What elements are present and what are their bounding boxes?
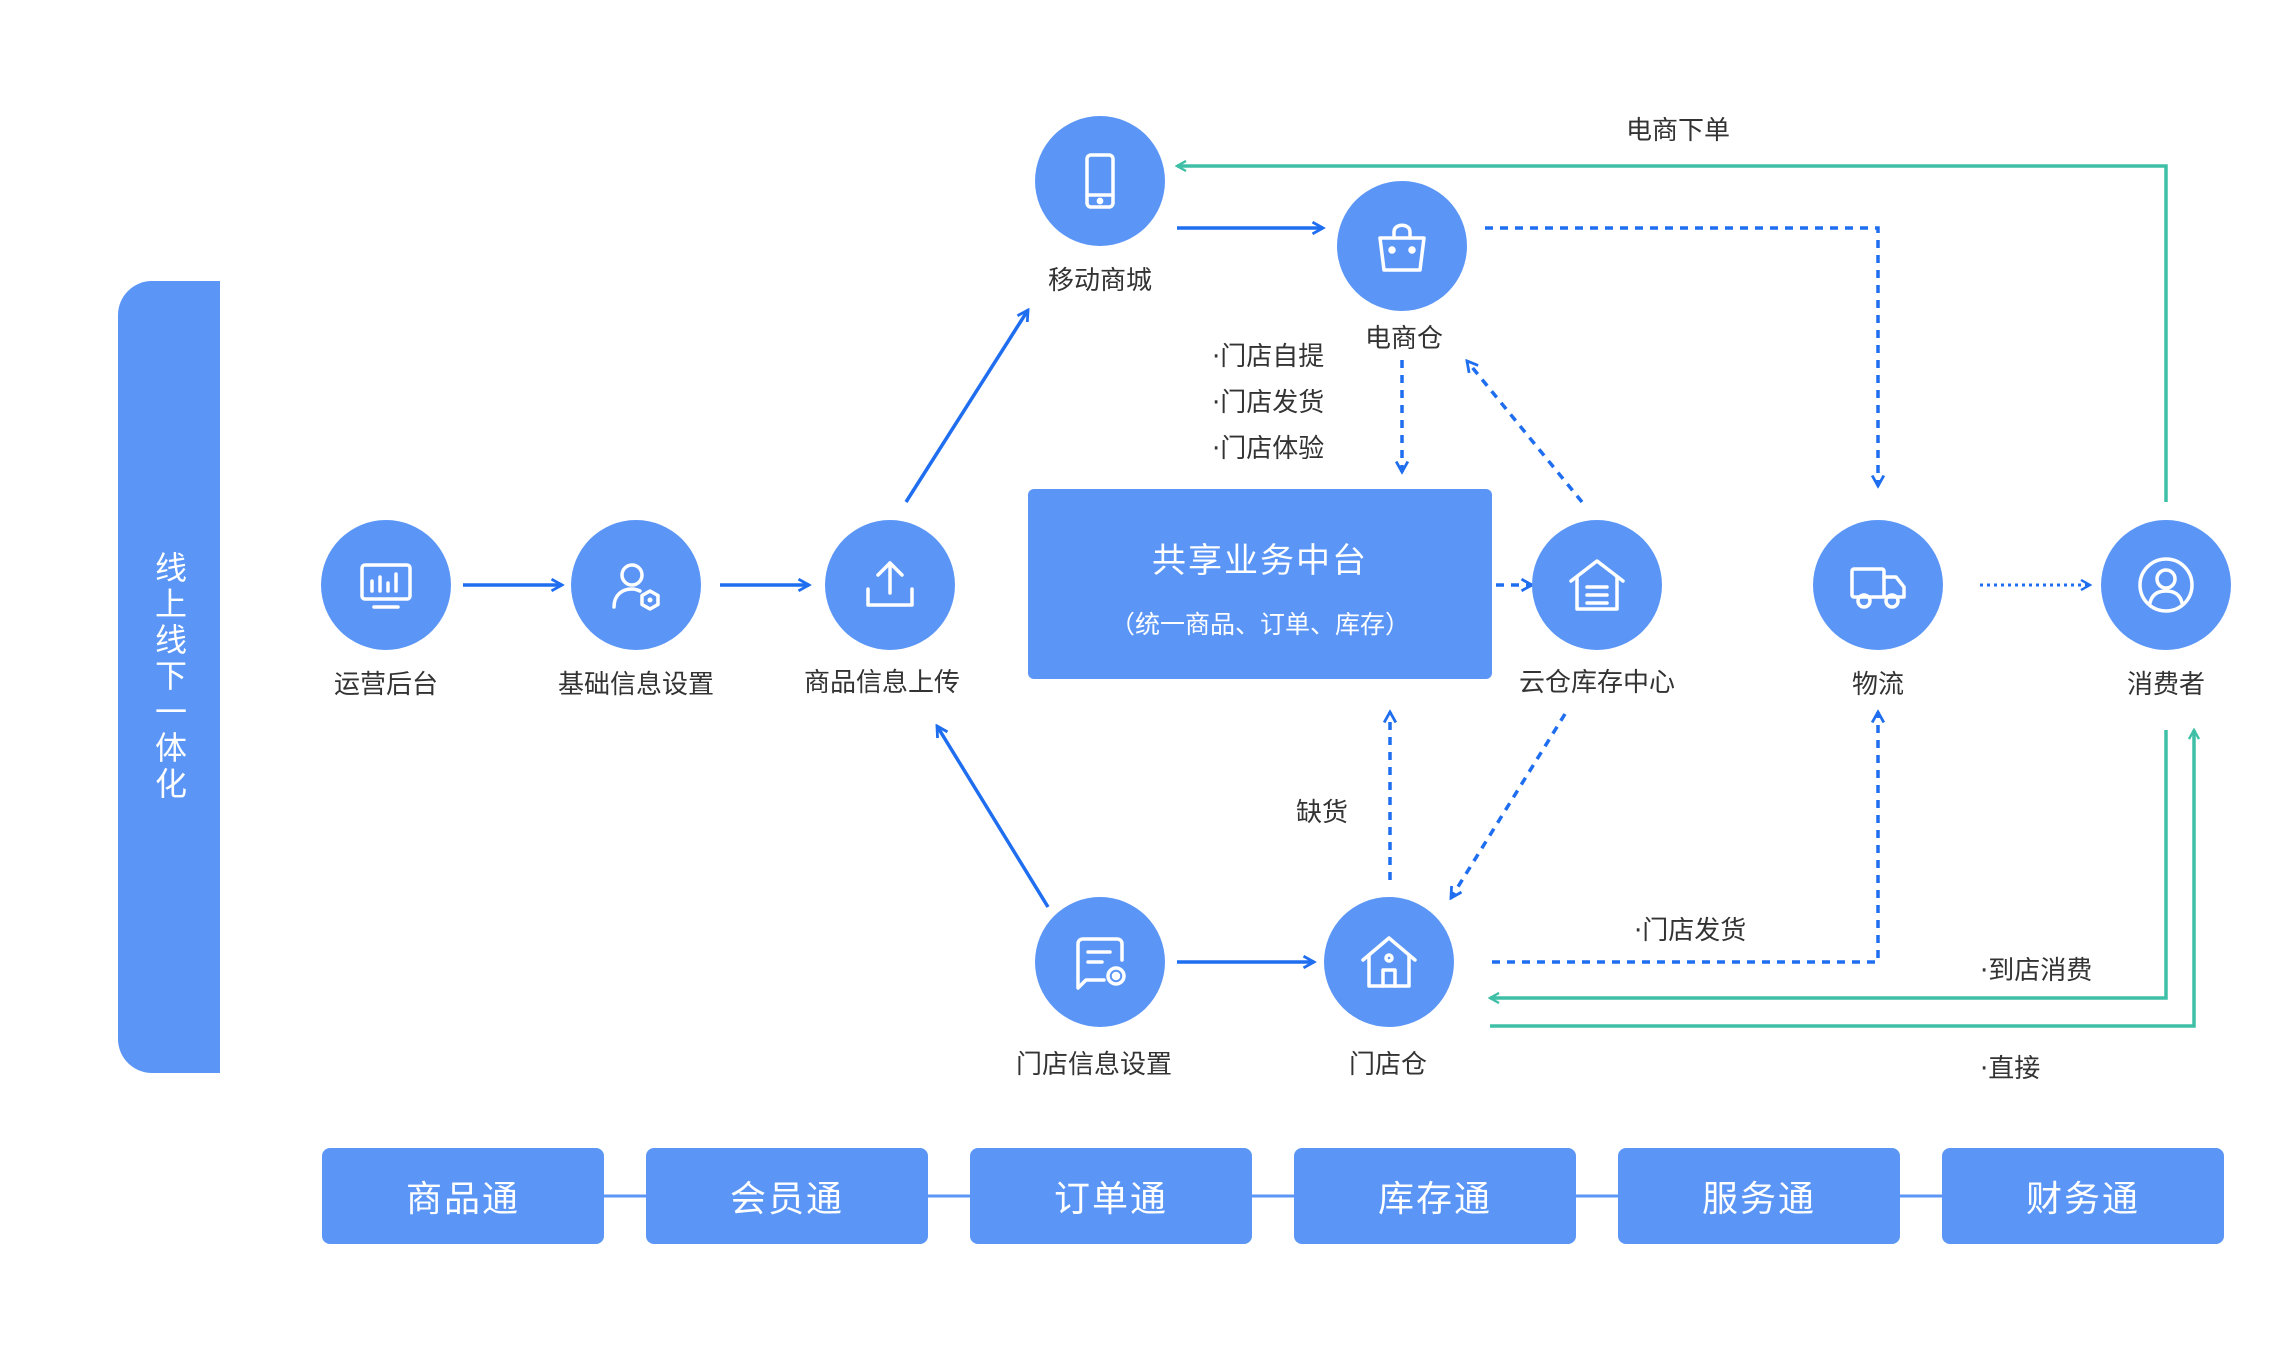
platform-subtitle: （统一商品、订单、库存） <box>1109 610 1410 639</box>
upload-icon <box>866 561 914 607</box>
product-upload-node <box>825 520 955 650</box>
mobile-mall-node <box>1035 116 1165 246</box>
ops-backend-label: 运营后台 <box>333 670 439 700</box>
consumer-label: 消费者 <box>2126 670 2206 700</box>
ops-backend-node <box>321 520 451 650</box>
arrow-storeinfo-to-upload <box>937 726 1050 908</box>
module-order: 订单通 <box>970 1148 1252 1244</box>
note-store-experience: ·门店体验 <box>1212 434 1325 464</box>
module-service: 服务通 <box>1618 1148 1900 1244</box>
mobile-phone-icon <box>1085 153 1115 209</box>
store-info-label: 门店信息设置 <box>1015 1050 1173 1080</box>
side-bar-label: 线上线下一体化 <box>150 551 188 803</box>
note-store-ship-2: ·门店发货 <box>1634 916 1747 946</box>
arrow-storewh-to-consumer <box>1490 730 2194 1028</box>
warehouse-icon <box>1569 559 1625 611</box>
store-settings-icon <box>1076 937 1126 990</box>
delivery-truck-icon <box>1850 567 1906 609</box>
logistics-label: 物流 <box>1851 670 1905 700</box>
note-in-store: ·到店消费 <box>1980 956 2093 986</box>
note-store-pickup: ·门店自提 <box>1212 342 1325 372</box>
logistics-node <box>1813 520 1943 650</box>
side-bar <box>118 281 220 1073</box>
note-out-of-stock: 缺货 <box>1296 798 1349 828</box>
ecom-warehouse-node <box>1337 181 1467 311</box>
base-info-label: 基础信息设置 <box>557 670 715 700</box>
platform-title: 共享业务中台 <box>1152 541 1368 581</box>
module-product: 商品通 <box>322 1148 604 1244</box>
store-house-icon <box>1361 936 1417 988</box>
consumer-node <box>2101 520 2231 650</box>
module-inventory: 库存通 <box>1294 1148 1576 1244</box>
store-info-node <box>1035 897 1165 1027</box>
arrow-ecom-to-logistics <box>1485 226 1878 486</box>
store-warehouse-label: 门店仓 <box>1348 1050 1428 1080</box>
arrow-consumer-to-storewh <box>1490 730 2168 998</box>
base-info-node <box>571 520 701 650</box>
user-circle-icon <box>2138 557 2194 613</box>
note-direct: ·直接 <box>1980 1054 2041 1084</box>
mobile-mall-label: 移动商城 <box>1047 266 1153 296</box>
arrow-cloud-to-ecom <box>1467 361 1584 504</box>
product-upload-label: 商品信息上传 <box>803 668 961 698</box>
shopping-bag-icon <box>1378 223 1426 272</box>
cloud-inventory-label: 云仓库存中心 <box>1518 668 1676 698</box>
arrow-consumer-to-mall <box>1177 166 2168 502</box>
cloud-inventory-node <box>1532 520 1662 650</box>
module-member: 会员通 <box>646 1148 928 1244</box>
arrow-cloud-to-storewh <box>1451 713 1567 898</box>
user-settings-icon <box>612 563 660 611</box>
monitor-chart-icon <box>360 563 412 609</box>
arrow-upload-to-mall <box>904 310 1028 503</box>
store-warehouse-node <box>1324 897 1454 1027</box>
ecom-warehouse-label: 电商仓 <box>1364 324 1444 354</box>
module-finance: 财务通 <box>1942 1148 2224 1244</box>
shared-business-platform: 共享业务中台 （统一商品、订单、库存） <box>1028 489 1492 679</box>
note-store-ship: ·门店发货 <box>1212 388 1325 418</box>
note-ecom-order: 电商下单 <box>1626 116 1731 146</box>
